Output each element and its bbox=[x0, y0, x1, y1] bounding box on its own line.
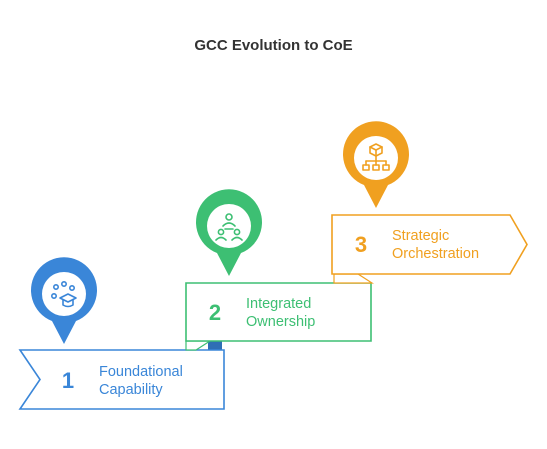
step-3-number: 3 bbox=[355, 232, 367, 257]
team-collaboration-icon bbox=[215, 213, 243, 241]
step-2-number: 2 bbox=[209, 300, 221, 325]
step-2-fold bbox=[185, 340, 213, 351]
step-3-label-line1: Strategic bbox=[392, 228, 449, 244]
step-3-label-line2: Orchestration bbox=[392, 246, 479, 262]
step-2-label-line1: Integrated bbox=[246, 296, 311, 312]
step-3-fold bbox=[333, 273, 375, 284]
step-3-banner bbox=[331, 214, 528, 275]
step-3-pin bbox=[343, 121, 409, 208]
step-1-label-line1: Foundational bbox=[99, 364, 183, 380]
step-2-label-line2: Ownership bbox=[246, 314, 315, 330]
step-1-pin bbox=[31, 257, 98, 344]
step-1-label-line2: Capability bbox=[99, 382, 163, 398]
step-1-number: 1 bbox=[62, 368, 74, 393]
step-2-pin bbox=[196, 189, 262, 276]
graduate-network-icon bbox=[50, 280, 77, 308]
step-2-banner bbox=[185, 282, 372, 342]
step-2: 2 Integrated Ownership bbox=[185, 189, 372, 351]
step-3: 3 Strategic Orchestration bbox=[331, 121, 528, 284]
step-1-fold bbox=[208, 341, 222, 350]
hierarchy-icon bbox=[362, 143, 390, 171]
diagram-title: GCC Evolution to CoE bbox=[194, 37, 353, 54]
